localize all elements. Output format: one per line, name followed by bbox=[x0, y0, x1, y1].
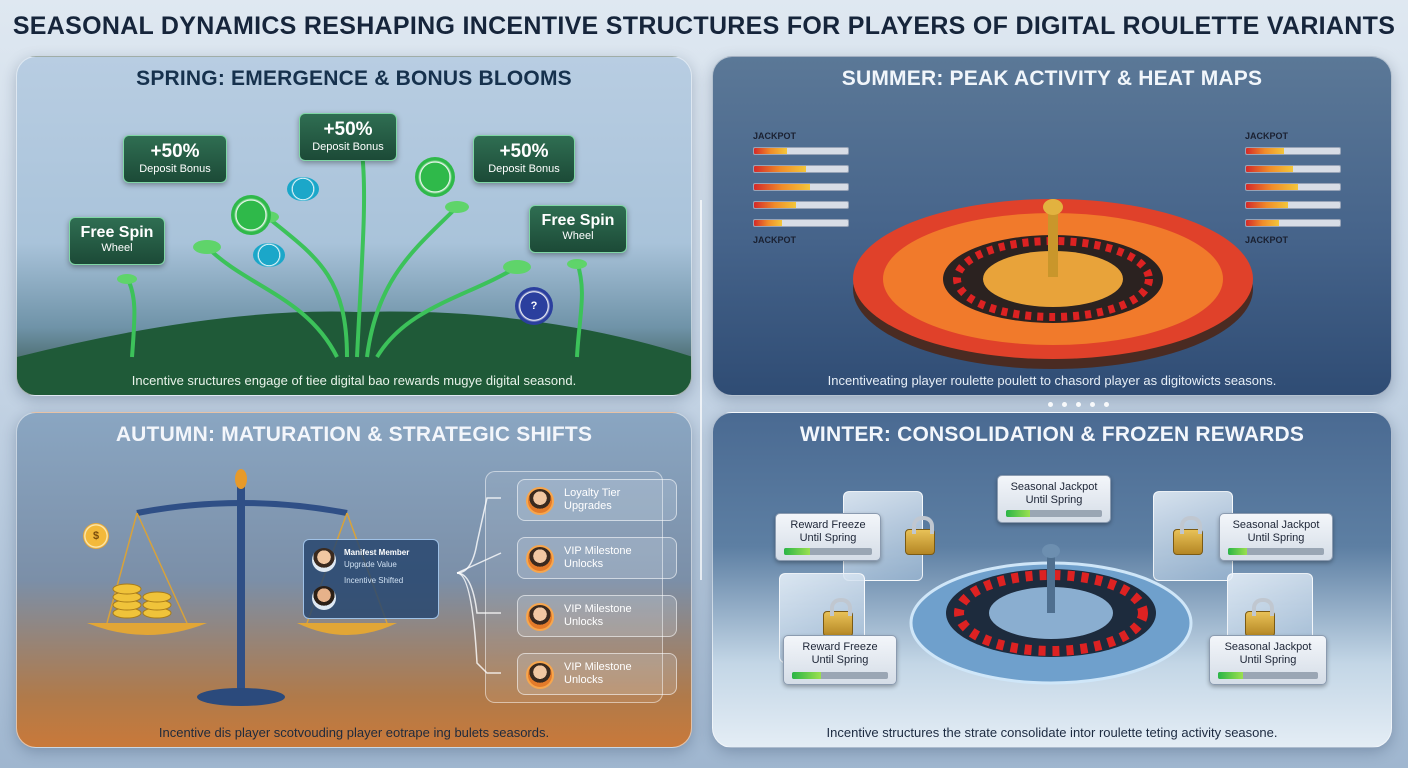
page-title: SEASONAL DYNAMICS RESHAPING INCENTIVE ST… bbox=[12, 12, 1396, 40]
heat-level-bar bbox=[1245, 165, 1341, 173]
spring-panel: SPRING: EMERGENCE & BONUS BLOOMS ? +50%D… bbox=[16, 56, 692, 396]
connector-dot bbox=[1076, 402, 1081, 407]
heat-level-bar bbox=[1245, 219, 1341, 227]
padlock-icon bbox=[1173, 516, 1203, 555]
avatar bbox=[526, 545, 554, 573]
padlock-icon bbox=[905, 516, 935, 555]
jackpot-label: JACKPOT bbox=[753, 131, 797, 141]
heat-level-bar bbox=[753, 147, 849, 155]
connector-dot bbox=[1062, 402, 1067, 407]
summer-caption: Incentiveating player roulette poulett t… bbox=[827, 373, 1277, 388]
spring-caption: Incentive sructures engage of tiee digit… bbox=[131, 373, 577, 388]
heat-level-bar bbox=[1245, 201, 1341, 209]
autumn-caption: Incentive dis player scotvouding player … bbox=[158, 725, 550, 740]
card-line: Manifest Member bbox=[344, 548, 410, 557]
avatar bbox=[312, 586, 336, 610]
autumn-panel: AUTUMN: MATURATION & STRATEGIC SHIFTS $ … bbox=[16, 412, 692, 748]
blue-chip-icon: ? bbox=[515, 287, 553, 325]
winter-title: WINTER: CONSOLIDATION & FROZEN REWARDS bbox=[799, 423, 1305, 446]
teal-chip-icon bbox=[253, 243, 285, 267]
heat-level-bar bbox=[753, 201, 849, 209]
summer-panel: SUMMER: PEAK ACTIVITY & HEAT MAPS JACKPO… bbox=[712, 56, 1392, 396]
connector-dot bbox=[1090, 402, 1095, 407]
green-chip-icon bbox=[231, 195, 271, 235]
heat-map-roulette-wheel bbox=[853, 199, 1253, 369]
gold-coin-icon: $ bbox=[83, 523, 109, 549]
avatar bbox=[312, 548, 336, 572]
green-chip-icon bbox=[415, 157, 455, 197]
teal-chip-icon bbox=[287, 177, 319, 201]
padlock-icon bbox=[1245, 598, 1275, 637]
rewards-list bbox=[485, 471, 663, 703]
deposit-bonus-badge: +50%Deposit Bonus bbox=[473, 135, 575, 183]
summer-title: SUMMER: PEAK ACTIVITY & HEAT MAPS bbox=[841, 67, 1263, 90]
heat-level-bar bbox=[753, 183, 849, 191]
jackpot-label: JACKPOT bbox=[753, 235, 797, 245]
heat-level-bar bbox=[753, 219, 849, 227]
winter-caption: Incentive structures the strate consolid… bbox=[826, 725, 1278, 740]
avatar bbox=[526, 603, 554, 631]
card-line: Upgrade Value bbox=[344, 560, 397, 569]
deposit-bonus-badge: +50%Deposit Bonus bbox=[299, 113, 397, 161]
jackpot-label: JACKPOT bbox=[1245, 235, 1289, 245]
avatar bbox=[526, 487, 554, 515]
frozen-roulette-wheel bbox=[909, 544, 1193, 685]
jackpot-label: JACKPOT bbox=[1245, 131, 1289, 141]
padlock-icon bbox=[823, 598, 853, 637]
deposit-bonus-badge: +50%Deposit Bonus bbox=[123, 135, 227, 183]
winter-panel: WINTER: CONSOLIDATION & FROZEN REWARDS S… bbox=[712, 412, 1392, 748]
heat-level-bar bbox=[1245, 183, 1341, 191]
autumn-title: AUTUMN: MATURATION & STRATEGIC SHIFTS bbox=[115, 423, 593, 446]
spring-title: SPRING: EMERGENCE & BONUS BLOOMS bbox=[136, 67, 572, 90]
connector-dot bbox=[1048, 402, 1053, 407]
member-card: Manifest Member Upgrade Value Incentive … bbox=[303, 539, 439, 619]
heat-level-bar bbox=[753, 165, 849, 173]
heat-level-bar bbox=[1245, 147, 1341, 155]
card-line: Incentive Shifted bbox=[344, 576, 404, 585]
connector-dot bbox=[1104, 402, 1109, 407]
connector-line bbox=[700, 200, 702, 580]
spring-plant-illustration bbox=[17, 151, 691, 395]
avatar bbox=[526, 661, 554, 689]
